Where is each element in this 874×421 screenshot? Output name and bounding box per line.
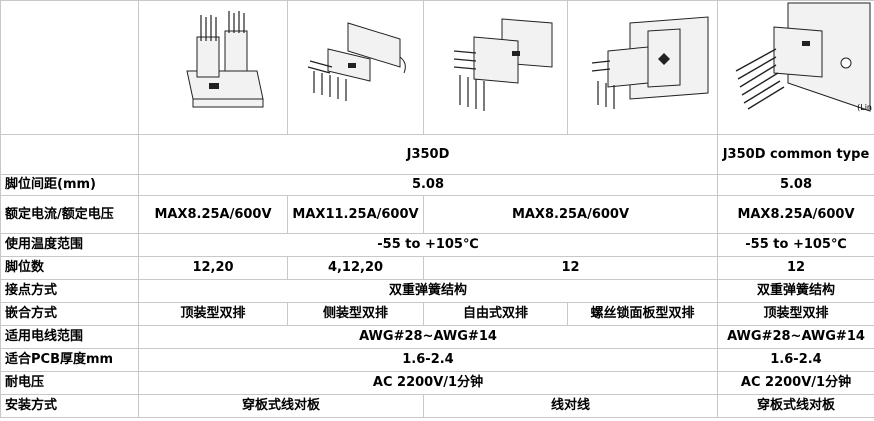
image-row: (Lin [0,0,874,135]
cell-value: MAX8.25A/600V [423,195,718,234]
cell-value: AWG#28~AWG#14 [138,325,718,349]
row-label: 接点方式 [0,279,139,303]
row-label: 嵌合方式 [0,302,139,326]
row-current: 额定电流/额定电压 MAX8.25A/600V MAX11.25A/600V M… [0,195,874,234]
row-wire: 适用电线范围 AWG#28~AWG#14 AWG#28~AWG#14 [0,325,874,349]
cell-value: 穿板式线对板 [138,394,424,418]
row-label: 适用电线范围 [0,325,139,349]
cell-value: 侧装型双排 [287,302,424,326]
cell-value: 1.6-2.4 [138,348,718,372]
model-j350d: J350D [138,134,718,175]
row-label: 耐电压 [0,371,139,395]
row-label: 安装方式 [0,394,139,418]
cell-value: 自由式双排 [423,302,568,326]
cell-value: 12 [423,256,718,280]
row-pitch: 脚位间距(mm) 5.08 5.08 [0,174,874,196]
cell-value: 双重弹簧结构 [717,279,874,303]
cell-value: 螺丝锁面板型双排 [567,302,718,326]
connector-image-panel-mount [567,0,718,135]
row-temperature: 使用温度范围 -55 to +105℃ -55 to +105℃ [0,233,874,257]
row-pcb: 适合PCB厚度mm 1.6-2.4 1.6-2.4 [0,348,874,372]
row-install: 安装方式 穿板式线对板 线对线 穿板式线对板 [0,394,874,418]
row-label: 脚位间距(mm) [0,174,139,196]
cell-value: AC 2200V/1分钟 [138,371,718,395]
cell-value: 12 [717,256,874,280]
cell-value: MAX11.25A/600V [287,195,424,234]
row-label: 额定电流/额定电压 [0,195,139,234]
cell-value: 顶装型双排 [138,302,288,326]
cell-value: 1.6-2.4 [717,348,874,372]
cell-value: 5.08 [138,174,718,196]
cell-value: AWG#28~AWG#14 [717,325,874,349]
cell-value: 线对线 [423,394,718,418]
cell-value: 穿板式线对板 [717,394,874,418]
row-label: 脚位数 [0,256,139,280]
cell-value: 12,20 [138,256,288,280]
row-label: 适合PCB厚度mm [0,348,139,372]
cell-value: 5.08 [717,174,874,196]
row-contact: 接点方式 双重弹簧结构 双重弹簧结构 [0,279,874,303]
cell-value: 双重弹簧结构 [138,279,718,303]
cell-value: 4,12,20 [287,256,424,280]
model-j350d-common: J350D common type [717,134,874,175]
cell-value: AC 2200V/1分钟 [717,371,874,395]
cell-value: MAX8.25A/600V [717,195,874,234]
image-note-text: (Lin [857,103,872,112]
row-pins: 脚位数 12,20 4,12,20 12 12 [0,256,874,280]
cell-value: -55 to +105℃ [717,233,874,257]
row-mount: 嵌合方式 顶装型双排 侧装型双排 自由式双排 螺丝锁面板型双排 顶装型双排 [0,302,874,326]
header-corner [0,134,139,175]
connector-image-side-mount [287,0,424,135]
connector-image-free-mount [423,0,568,135]
connector-image-top-mount [138,0,288,135]
cell-value: -55 to +105℃ [138,233,718,257]
model-header-row: J350D J350D common type [0,134,874,175]
row-voltage: 耐电压 AC 2200V/1分钟 AC 2200V/1分钟 [0,371,874,395]
connector-image-common-type: (Lin [717,0,874,135]
row-label: 使用温度范围 [0,233,139,257]
cell-value: 顶装型双排 [717,302,874,326]
corner-cell [0,0,139,135]
cell-value: MAX8.25A/600V [138,195,288,234]
